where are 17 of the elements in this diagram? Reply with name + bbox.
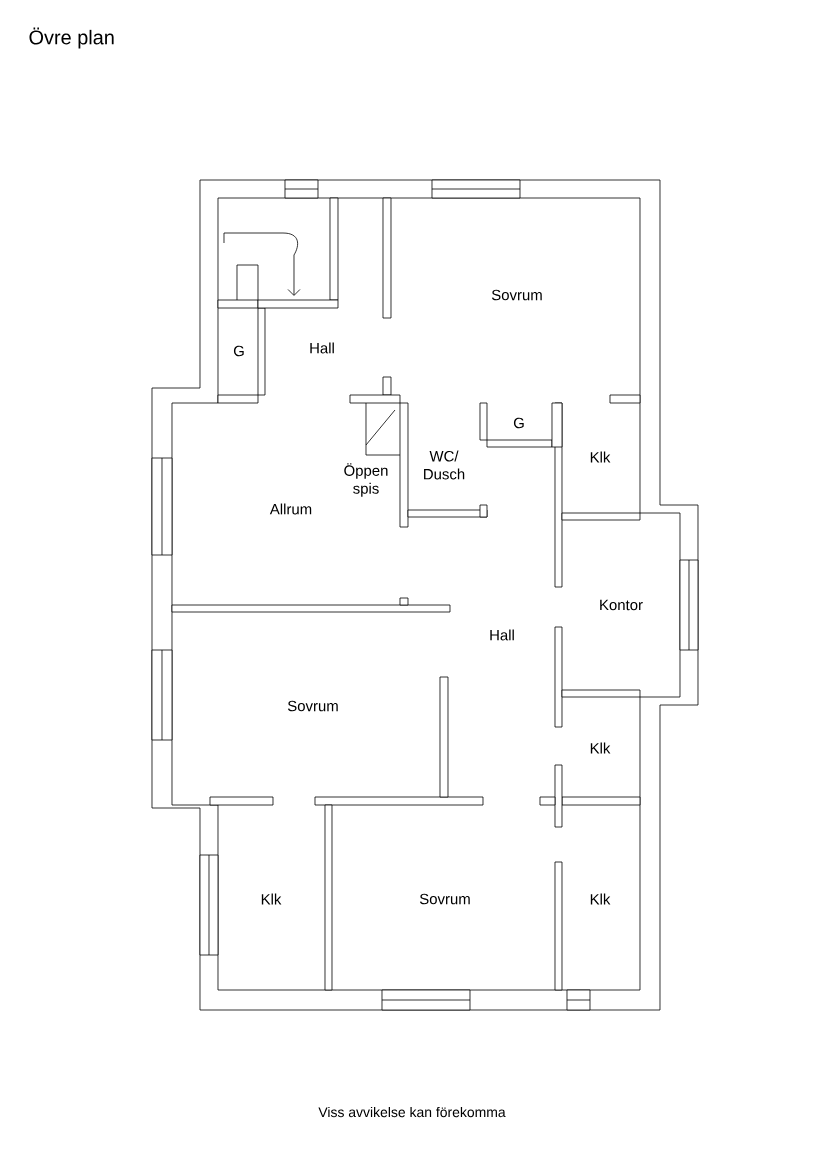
room-label: Klk [590,451,611,463]
room-label: Sovrum [419,893,470,905]
room-label: Klk [261,893,282,905]
room-label: Öppen spis [344,463,388,497]
title: Övre plan [29,27,114,49]
room-label: Klk [590,893,611,905]
room-label: Sovrum [287,700,338,712]
room-label: G [513,417,524,429]
room-label: Allrum [269,503,312,515]
room-label: Sovrum [491,289,542,301]
room-label: Hall [490,629,514,641]
room-label: Klk [590,742,611,754]
room-label: Kontor [600,599,643,611]
room-label: WC/ Dusch [424,450,465,480]
room-label: Hall [310,342,334,354]
caption: Viss avvikelse kan förekomma [318,1106,506,1118]
room-label: G [233,345,244,357]
